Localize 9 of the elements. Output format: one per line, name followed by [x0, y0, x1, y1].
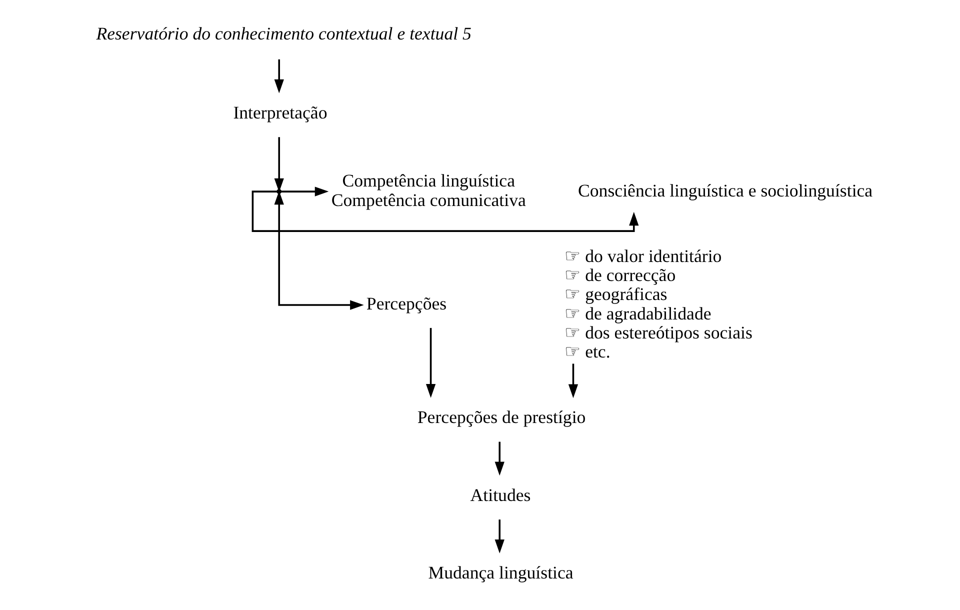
- node-text: Percepções: [366, 294, 446, 314]
- node-text: Consciência linguística e sociolinguística: [578, 180, 872, 200]
- node-text: Percepções de prestígio: [416, 407, 586, 428]
- node-text: Interpretação: [232, 102, 327, 123]
- node-text: Atitudes: [470, 484, 530, 505]
- node-text: Reservatório do conhecimento contextual e textual 5: [96, 23, 471, 44]
- node-text: Mudança linguística: [428, 562, 573, 583]
- node-text: Competência linguística Competência comunicativa: [330, 170, 526, 210]
- node-text: ☞ do valor identitário ☞ de correcção ☞ geográficas ☞ de agradabilidade ☞ dos estereótipos sociais ☞ etc.: [564, 246, 752, 362]
